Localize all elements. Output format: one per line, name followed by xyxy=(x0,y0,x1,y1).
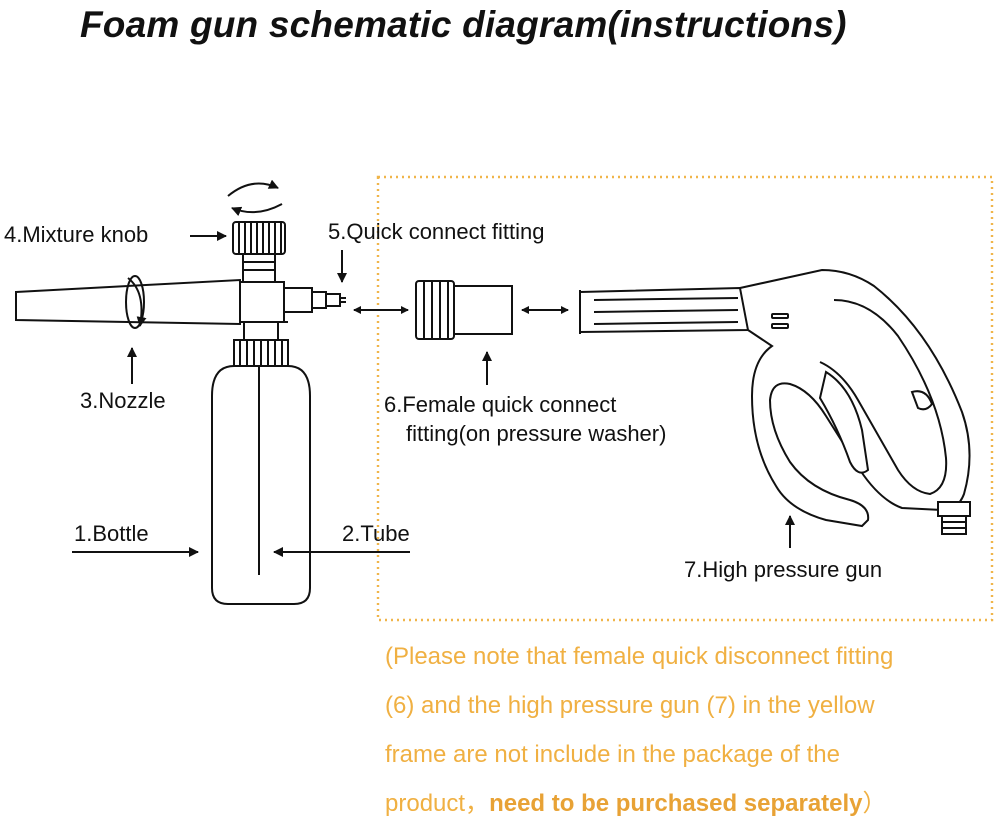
label-high-pressure-gun: 7.High pressure gun xyxy=(684,557,883,582)
note-line-4: product，need to be purchased separately） xyxy=(385,779,985,828)
label-bottle: 1.Bottle xyxy=(74,521,149,546)
label-tube: 2.Tube xyxy=(342,521,410,546)
nozzle xyxy=(15,275,241,329)
yellow-dotted-frame xyxy=(376,175,994,622)
female-quick-connect-fitting xyxy=(415,280,513,340)
label-female-fitting-line2: fitting(on pressure washer) xyxy=(406,421,667,446)
rotate-arrows-icon xyxy=(227,179,283,217)
label-female-fitting-line1: 6.Female quick connect xyxy=(384,392,617,417)
label-nozzle: 3.Nozzle xyxy=(80,388,166,413)
page-title: Foam gun schematic diagram(instructions) xyxy=(80,4,847,45)
label-mixture-knob: 4.Mixture knob xyxy=(4,222,149,247)
mixture-knob xyxy=(232,221,286,283)
purchase-note: (Please note that female quick disconnec… xyxy=(385,632,985,828)
note-line-3: frame are not include in the package of … xyxy=(385,741,840,768)
note-bold-text: need to be purchased separately xyxy=(489,790,863,817)
high-pressure-gun xyxy=(579,268,971,535)
bottle xyxy=(211,321,311,605)
foam-gun-body xyxy=(239,281,285,323)
note-line-4-start: product， xyxy=(385,790,490,817)
note-line-4-end: ） xyxy=(862,790,887,817)
label-quick-connect-fitting: 5.Quick connect fitting xyxy=(328,219,545,244)
note-line-1: (Please note that female quick disconnec… xyxy=(385,643,894,670)
quick-connect-fitting xyxy=(283,287,346,313)
note-line-2: (6) and the high pressure gun (7) in the… xyxy=(385,692,875,719)
